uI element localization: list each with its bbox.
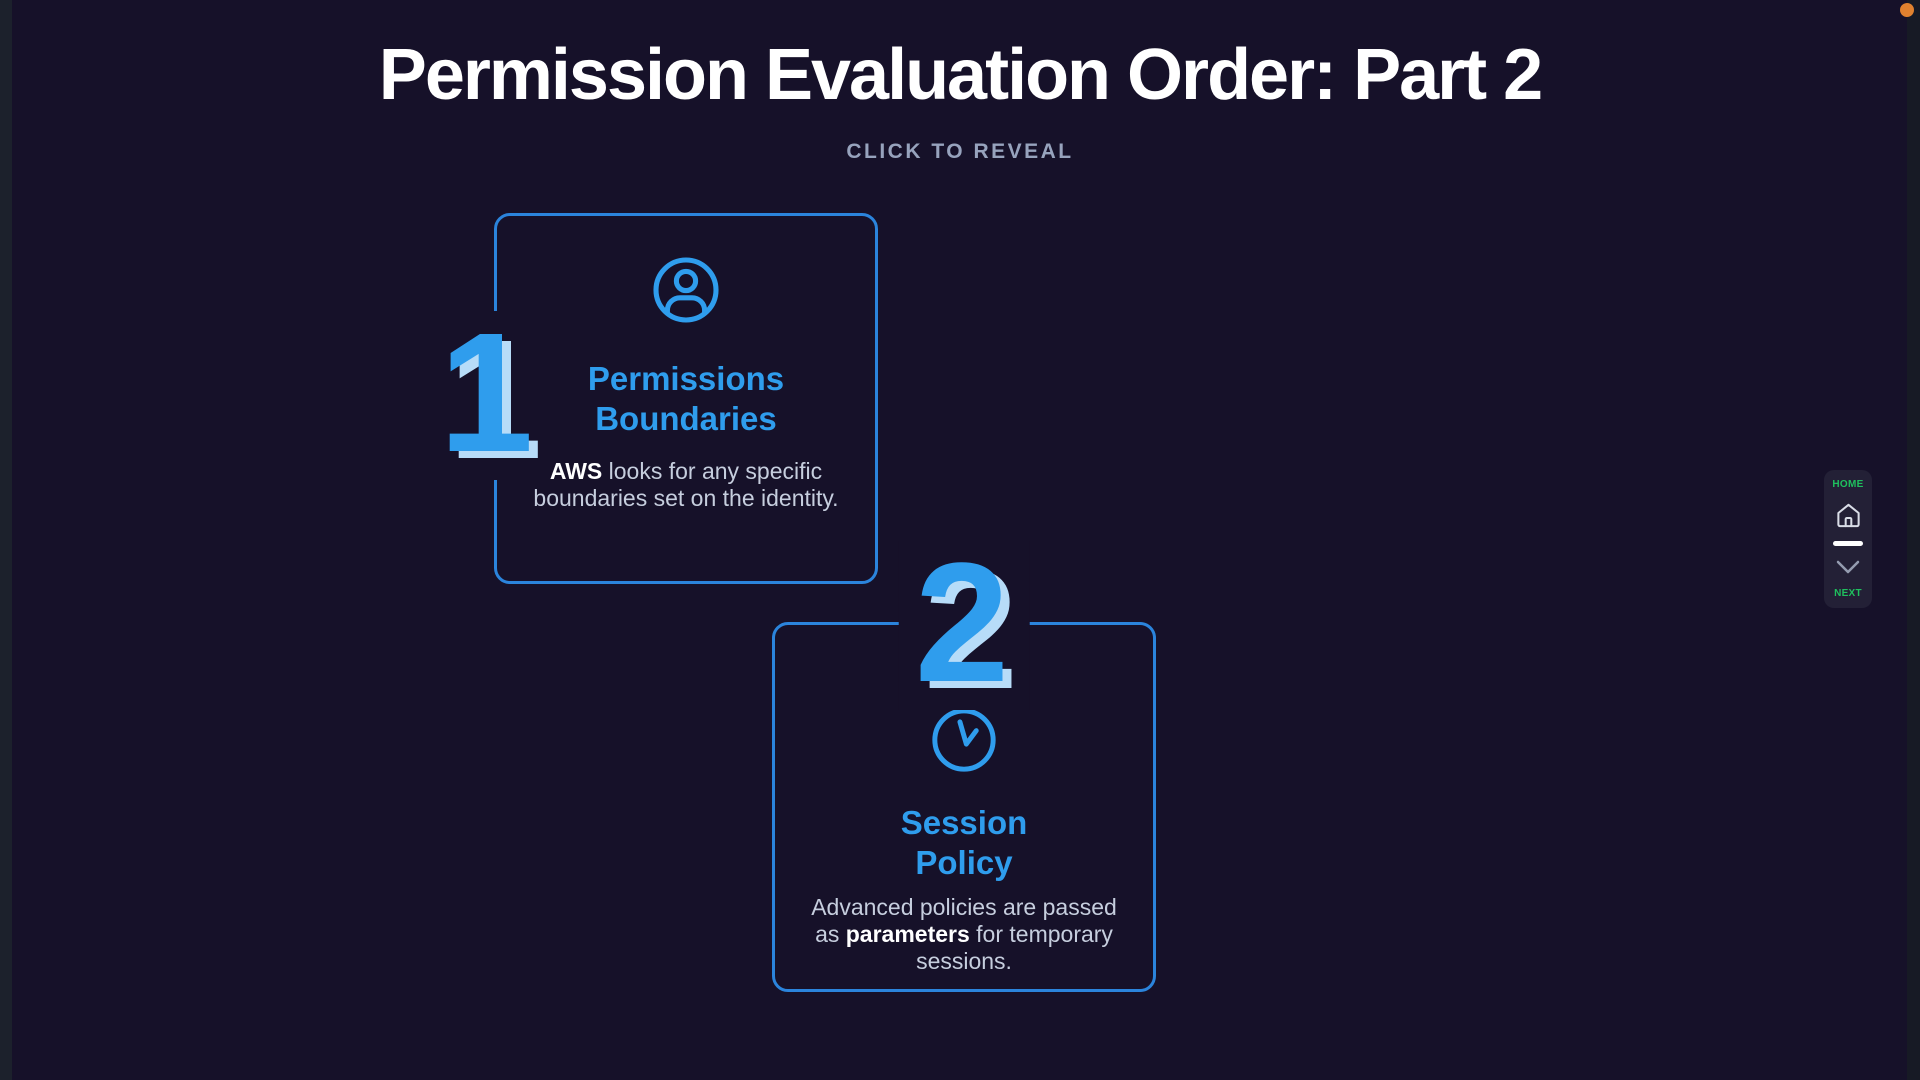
home-label: HOME bbox=[1832, 479, 1864, 490]
right-edge-band bbox=[1907, 0, 1920, 1080]
home-button[interactable] bbox=[1835, 502, 1862, 529]
home-icon bbox=[1835, 503, 1862, 532]
card-title: Session Policy bbox=[901, 803, 1028, 882]
card-description: Advanced policies are passed as paramete… bbox=[808, 894, 1120, 975]
card-title-line1: Session bbox=[900, 804, 1028, 841]
card-description-bold: parameters bbox=[845, 921, 970, 948]
card-permissions-boundaries[interactable]: 1 Permissions Boundaries AWS looks for a… bbox=[429, 213, 878, 584]
card-description-text2: for temporary sessions. bbox=[916, 921, 1113, 975]
nav-divider bbox=[1833, 541, 1863, 546]
step-number-badge: 1 bbox=[429, 298, 550, 488]
card-title-line2: Policy bbox=[915, 843, 1013, 881]
slide-nav-panel: HOME NEXT bbox=[1824, 470, 1872, 608]
step-number: 1 bbox=[439, 298, 534, 488]
card-description-text: looks for any specific boundaries set on… bbox=[533, 458, 839, 512]
click-to-reveal-hint: CLICK TO REVEAL bbox=[846, 140, 1074, 163]
card-title-line2: Boundaries bbox=[595, 399, 777, 437]
clock-icon bbox=[929, 705, 999, 775]
card-session-policy[interactable]: 2 Session Policy Advanced policies are p… bbox=[772, 538, 1156, 992]
card-description-text: Advanced policies are passed as bbox=[811, 894, 1117, 948]
step-number: 2 bbox=[914, 528, 1010, 718]
card-title: Permissions Boundaries bbox=[588, 359, 784, 438]
card-title-line1: Permissions bbox=[587, 360, 785, 397]
card-description: AWS looks for any specific boundaries se… bbox=[530, 458, 842, 512]
chevron-down-icon bbox=[1833, 560, 1863, 579]
recording-dot bbox=[1900, 3, 1914, 17]
left-edge-band bbox=[0, 0, 12, 1080]
page-title: Permission Evaluation Order: Part 2 bbox=[378, 35, 1543, 115]
next-slide-button[interactable] bbox=[1833, 558, 1863, 576]
user-circle-icon bbox=[650, 254, 722, 326]
next-label: NEXT bbox=[1834, 588, 1862, 599]
step-number-badge: 2 bbox=[898, 528, 1030, 718]
card-description-bold: AWS bbox=[549, 458, 603, 485]
